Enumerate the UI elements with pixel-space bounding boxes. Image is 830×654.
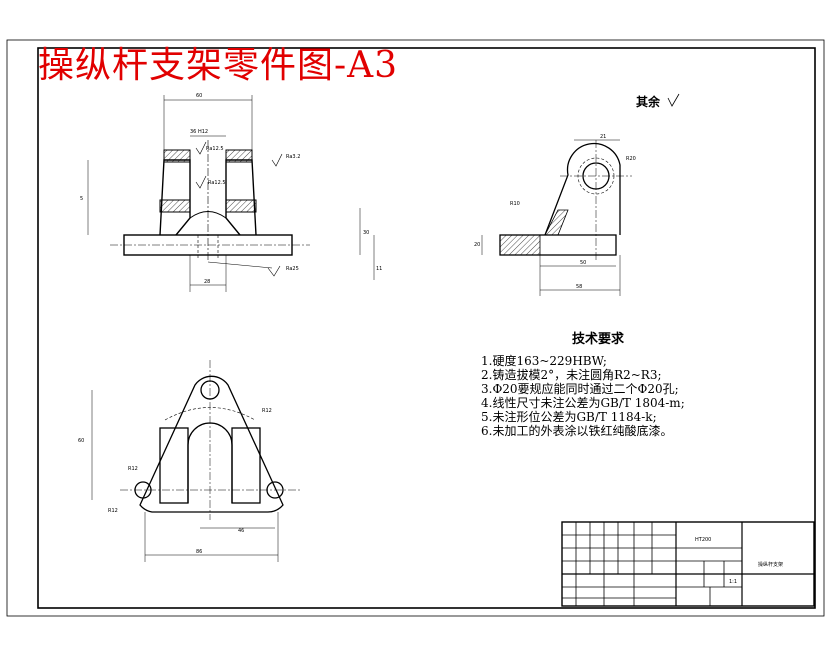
- roughness-symbol: [667, 93, 680, 107]
- inner-border: [37, 47, 816, 609]
- tech-requirement-item: 6.未加工的外表涂以铁红纯酸底漆。: [481, 424, 673, 438]
- tech-requirement-item: 1.硬度163~229HBW;: [481, 354, 607, 368]
- title-block: [561, 521, 815, 607]
- top-view: [91, 360, 300, 562]
- front-ra-2: Ra3.2: [286, 154, 300, 160]
- tech-requirements-title: 技术要求: [572, 332, 625, 347]
- top-dim-r3: R12: [108, 508, 118, 514]
- rest-note: 其余: [636, 94, 661, 109]
- side-view: [481, 139, 632, 296]
- front-ra-3: Ra12.5: [208, 180, 226, 186]
- tech-requirement-item: 4.线性尺寸未注公差为GB/T 1804-m;: [481, 396, 685, 410]
- front-dim-slot: 36 H12: [190, 129, 208, 135]
- outer-border: [6, 39, 825, 617]
- side-dim-w3: 58: [576, 284, 582, 290]
- side-dim-w1: 21: [600, 134, 606, 140]
- top-dim-w2: 86: [196, 549, 202, 555]
- front-view: [87, 95, 375, 292]
- top-dim-r2: R12: [128, 466, 138, 472]
- tech-requirement-item: 5.未注形位公差为GB/T 1184-k;: [481, 410, 657, 424]
- front-dim-right: 30: [363, 230, 369, 236]
- front-dim-top: 60: [196, 93, 202, 99]
- tech-requirement-item: 2.铸造拔模2°，未注圆角R2~R3;: [481, 368, 662, 382]
- front-dim-bottom: 28: [204, 279, 210, 285]
- side-dim-h: 20: [474, 242, 480, 248]
- side-dim-r: R20: [626, 156, 636, 162]
- title-block-material: HT200: [695, 537, 711, 543]
- top-dim-h: 60: [78, 438, 84, 444]
- front-ra-1: Ra12.5: [206, 146, 224, 152]
- drawing-title: 操纵杆支架零件图-A3: [38, 45, 399, 86]
- front-dim-right2: 11: [376, 266, 382, 272]
- front-ra-4: Ra25: [286, 266, 299, 272]
- front-dim-left: 5: [80, 196, 83, 202]
- side-dim-r2: R10: [510, 201, 520, 207]
- tech-requirement-item: 3.Φ20要规应能同时通过二个Φ20孔;: [481, 382, 679, 396]
- top-dim-w1: 46: [238, 528, 244, 534]
- side-dim-w2: 50: [580, 260, 586, 266]
- title-block-part-name: 操纵杆支架: [758, 561, 783, 568]
- top-dim-r1: R12: [262, 408, 272, 414]
- title-block-scale: 1:1: [729, 579, 737, 585]
